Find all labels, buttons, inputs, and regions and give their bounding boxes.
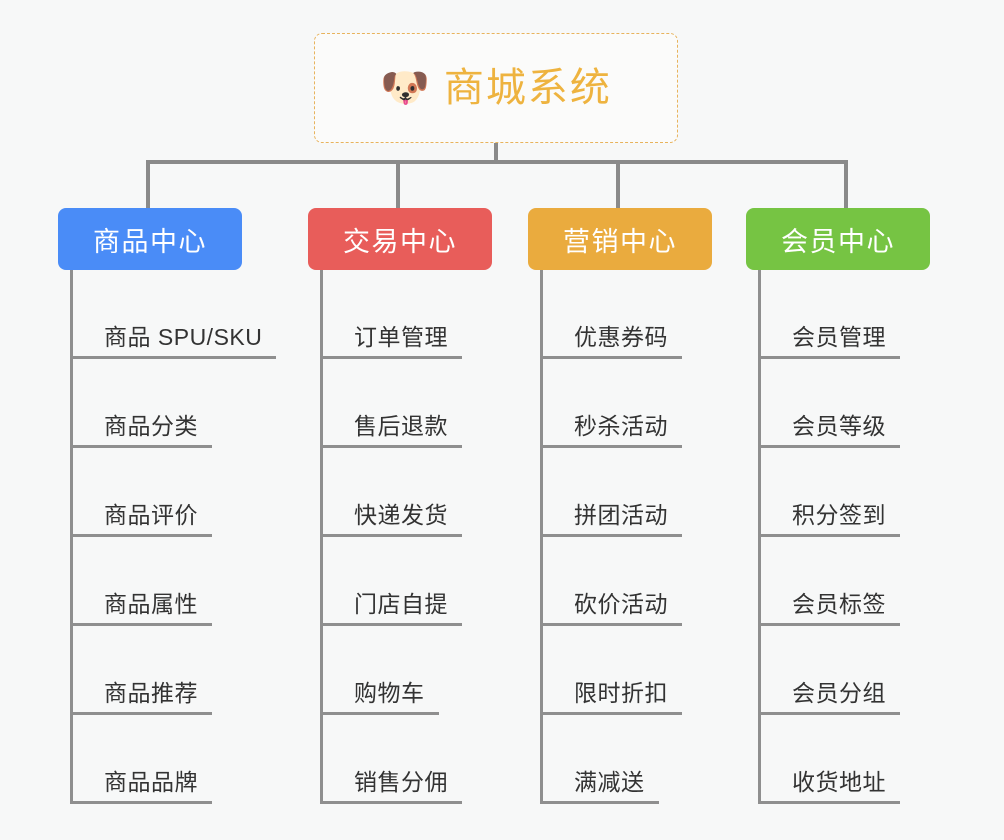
branch-header-4[interactable]: 会员中心 [746,208,930,270]
leaf-node[interactable]: 会员管理 [758,270,930,359]
leaf-underline: 商品品牌 [70,768,212,804]
leaf-label: 售后退款 [354,412,448,439]
leaf-underline: 订单管理 [320,323,462,359]
leaf-node[interactable]: 满减送 [540,715,712,804]
leaf-underline: 拼团活动 [540,501,682,537]
leaf-label: 商品属性 [104,590,198,617]
branch-header-1[interactable]: 商品中心 [58,208,242,270]
leaf-underline: 商品分类 [70,412,212,448]
leaf-node[interactable]: 会员分组 [758,626,930,715]
leaf-node[interactable]: 购物车 [320,626,492,715]
branch-3: 营销中心优惠券码秒杀活动拼团活动砍价活动限时折扣满减送 [528,208,712,804]
leaf-underline: 限时折扣 [540,679,682,715]
leaf-stack-4: 会员管理会员等级积分签到会员标签会员分组收货地址 [758,270,930,804]
connector-drop-4 [844,160,848,208]
leaf-underline: 商品评价 [70,501,212,537]
leaf-label: 收货地址 [792,768,886,795]
leaf-label: 商品分类 [104,412,198,439]
leaf-node[interactable]: 优惠券码 [540,270,712,359]
leaf-underline: 会员管理 [758,323,900,359]
leaf-stack-2: 订单管理售后退款快递发货门店自提购物车销售分佣 [320,270,492,804]
branch-2: 交易中心订单管理售后退款快递发货门店自提购物车销售分佣 [308,208,492,804]
leaf-label: 满减送 [574,768,645,795]
leaf-node[interactable]: 收货地址 [758,715,930,804]
leaf-label: 商品推荐 [104,679,198,706]
leaf-node[interactable]: 秒杀活动 [540,359,712,448]
leaf-node[interactable]: 快递发货 [320,448,492,537]
branch-1: 商品中心商品 SPU/SKU 商品分类商品评价商品属性商品推荐商品品牌 [58,208,277,804]
leaf-node[interactable]: 销售分佣 [320,715,492,804]
leaf-label: 会员等级 [792,412,886,439]
branch-4: 会员中心会员管理会员等级积分签到会员标签会员分组收货地址 [746,208,930,804]
branch-trunk-2 [320,270,323,804]
leaf-underline: 快递发货 [320,501,462,537]
leaf-node[interactable]: 售后退款 [320,359,492,448]
leaf-underline: 会员分组 [758,679,900,715]
leaf-node[interactable]: 商品 SPU/SKU [70,270,277,359]
leaf-underline: 售后退款 [320,412,462,448]
leaf-node[interactable]: 商品推荐 [70,626,242,715]
leaf-stack-3: 优惠券码秒杀活动拼团活动砍价活动限时折扣满减送 [540,270,712,804]
connector-root-stem [494,143,498,163]
leaf-label: 秒杀活动 [574,412,668,439]
leaf-node[interactable]: 拼团活动 [540,448,712,537]
leaf-label: 会员管理 [792,323,886,350]
leaf-label: 砍价活动 [574,590,668,617]
leaf-node[interactable]: 商品分类 [70,359,242,448]
leaf-label: 会员分组 [792,679,886,706]
leaf-underline: 商品 SPU/SKU [70,323,277,359]
leaf-underline: 优惠券码 [540,323,682,359]
leaf-underline: 满减送 [540,768,659,804]
leaf-label: 商品评价 [104,501,198,528]
leaf-node[interactable]: 商品评价 [70,448,242,537]
leaf-label: 门店自提 [354,590,448,617]
leaf-node[interactable]: 商品品牌 [70,715,242,804]
leaf-underline: 秒杀活动 [540,412,682,448]
branch-header-2[interactable]: 交易中心 [308,208,492,270]
leaf-node[interactable]: 订单管理 [320,270,492,359]
leaf-label: 快递发货 [354,501,448,528]
leaf-underline: 商品推荐 [70,679,212,715]
leaf-underline: 购物车 [320,679,439,715]
branch-header-3[interactable]: 营销中心 [528,208,712,270]
root-node[interactable]: 🐶 商城系统 [314,33,678,143]
leaf-node[interactable]: 会员等级 [758,359,930,448]
leaf-label: 积分签到 [792,501,886,528]
connector-drop-2 [396,160,400,208]
leaf-label: 销售分佣 [354,768,448,795]
connector-horizontal-bus [148,160,848,164]
leaf-underline: 商品属性 [70,590,212,626]
leaf-stack-1: 商品 SPU/SKU 商品分类商品评价商品属性商品推荐商品品牌 [70,270,277,804]
leaf-underline: 销售分佣 [320,768,462,804]
leaf-label: 商品 SPU/SKU [104,323,263,350]
leaf-node[interactable]: 门店自提 [320,537,492,626]
leaf-node[interactable]: 积分签到 [758,448,930,537]
connector-drop-1 [146,160,150,208]
leaf-underline: 会员等级 [758,412,900,448]
branch-trunk-4 [758,270,761,804]
leaf-node[interactable]: 会员标签 [758,537,930,626]
leaf-node[interactable]: 商品属性 [70,537,242,626]
leaf-label: 限时折扣 [574,679,668,706]
leaf-label: 优惠券码 [574,323,668,350]
root-title: 商城系统 [443,66,612,110]
leaf-label: 订单管理 [354,323,448,350]
leaf-label: 购物车 [354,679,425,706]
connector-drop-3 [616,160,620,208]
shiba-dog-face-icon: 🐶 [380,66,430,110]
leaf-label: 拼团活动 [574,501,668,528]
leaf-underline: 收货地址 [758,768,900,804]
leaf-underline: 积分签到 [758,501,900,537]
branch-trunk-3 [540,270,543,804]
leaf-node[interactable]: 限时折扣 [540,626,712,715]
branch-trunk-1 [70,270,73,804]
leaf-label: 会员标签 [792,590,886,617]
leaf-label: 商品品牌 [104,768,198,795]
leaf-node[interactable]: 砍价活动 [540,537,712,626]
leaf-underline: 门店自提 [320,590,462,626]
leaf-underline: 砍价活动 [540,590,682,626]
leaf-underline: 会员标签 [758,590,900,626]
